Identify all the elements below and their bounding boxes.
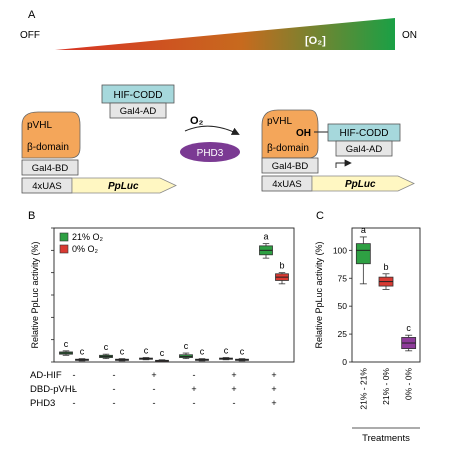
significance-letter: c xyxy=(200,347,205,357)
off-label: OFF xyxy=(20,30,40,41)
significance-letter-c: c xyxy=(406,323,411,333)
treatment-sign: - xyxy=(153,384,156,394)
chart-b: Relative PpLuc activity (%) 21% O₂ 0% O₂ c c… xyxy=(30,227,295,409)
pp-luc-bound-reporter-arrow xyxy=(311,175,415,192)
significance-letter: c xyxy=(120,347,125,357)
gal4-ad-bound-label: Gal4-AD xyxy=(346,144,383,155)
pvhl-label: pVHL xyxy=(27,120,52,131)
significance-letter: c xyxy=(184,341,189,351)
treatment-sign: - xyxy=(113,398,116,408)
gal4-ad-box xyxy=(109,102,167,119)
uas-label: 4xUAS xyxy=(32,181,62,192)
beta-domain-bound-label: β-domain xyxy=(267,143,309,154)
treatment-sign: + xyxy=(231,384,236,394)
pp-luc-reporter-arrow xyxy=(71,177,177,194)
treatment-sign: + xyxy=(271,398,276,408)
pvhl-bound-label: pVHL xyxy=(267,116,292,127)
treatment-sign: + xyxy=(231,370,236,380)
panel-b-label: B xyxy=(28,210,35,222)
legend-label: 0% O₂ xyxy=(72,244,99,254)
significance-letter: c xyxy=(64,339,69,349)
gal4-bd-bound-box xyxy=(261,157,319,174)
treatment-sign: - xyxy=(73,398,76,408)
chart-c-frame xyxy=(351,227,421,363)
o2-label: O₂ xyxy=(190,115,204,127)
chart-c: 0 25 50 75 100 Relative PpLuc activity (%) a 21… xyxy=(314,225,421,444)
significance-letter: c xyxy=(224,346,229,356)
panel-a-label: A xyxy=(28,9,36,21)
phd3-enzyme xyxy=(180,142,240,162)
treatment-sign: - xyxy=(193,398,196,408)
hif-codd-label: HIF-CODD xyxy=(114,90,163,101)
o2-gradient-label: [O₂] xyxy=(305,35,326,47)
significance-letter: b xyxy=(279,261,284,271)
treatment-sign: - xyxy=(73,384,76,394)
significance-letter: c xyxy=(144,346,149,356)
y-tick-label-c: 25 xyxy=(338,329,348,339)
hydroxyl-label: OH xyxy=(296,128,311,139)
significance-letter: c xyxy=(240,347,245,357)
treatment-row-label: DBD-pVHL xyxy=(30,384,77,395)
oxygen-gradient-wedge xyxy=(55,18,395,50)
box-c xyxy=(355,243,371,265)
legend-swatch xyxy=(59,244,69,254)
significance-letter: c xyxy=(80,347,85,357)
pp-luc-bound-label: PpLuc xyxy=(345,179,376,190)
treatment-sign: + xyxy=(191,384,196,394)
on-label: ON xyxy=(402,30,417,41)
y-tick-label-c: 0 xyxy=(342,357,347,367)
treatment-sign: + xyxy=(271,370,276,380)
treatment-sign: - xyxy=(113,384,116,394)
treatments-xlabel: Treatments xyxy=(362,433,410,444)
category-label-c: 0% - 0% xyxy=(404,368,414,401)
gal4-bd-label: Gal4-BD xyxy=(32,163,69,174)
category-label-c: 21% - 0% xyxy=(381,368,391,405)
treatment-sign: - xyxy=(153,398,156,408)
beta-domain-label: β-domain xyxy=(27,142,69,153)
significance-letter: a xyxy=(263,232,268,242)
chart-b-ylabel: Relative PpLuc activity (%) xyxy=(30,241,40,348)
y-tick-label-c: 75 xyxy=(338,273,348,283)
pp-luc-label: PpLuc xyxy=(108,181,139,192)
gal4-bd-bound-label: Gal4-BD xyxy=(272,161,309,172)
gal4-ad-label: Gal4-AD xyxy=(120,106,157,117)
treatment-sign: + xyxy=(271,384,276,394)
treatment-sign: - xyxy=(73,370,76,380)
pvhl-shape xyxy=(21,111,81,159)
significance-letter-c: a xyxy=(361,225,366,235)
activation-arrow xyxy=(335,159,352,168)
hif-codd-bound-label: HIF-CODD xyxy=(340,128,389,139)
category-label-c: 21% - 21% xyxy=(358,368,368,410)
significance-letter: c xyxy=(104,342,109,352)
reaction-arrow xyxy=(184,125,240,135)
treatment-row-label: AD-HIF xyxy=(30,370,62,381)
uas-bound-label: 4xUAS xyxy=(272,179,302,190)
pvhl-bound-shape xyxy=(261,109,319,159)
significance-letter-c: b xyxy=(383,262,388,272)
treatment-sign: - xyxy=(233,398,236,408)
significance-letter: c xyxy=(160,348,165,358)
chart-c-ylabel: Relative PpLuc activity (%) xyxy=(314,241,324,348)
y-tick-label-c: 50 xyxy=(338,301,348,311)
gal4-ad-bound-box xyxy=(335,140,393,157)
treatment-row-label: PHD3 xyxy=(30,398,55,409)
treatment-sign: + xyxy=(151,370,156,380)
legend-label: 21% O₂ xyxy=(72,232,104,242)
phd3-label: PHD3 xyxy=(197,148,224,159)
panel-c-label: C xyxy=(316,210,324,222)
treatment-sign: - xyxy=(113,370,116,380)
legend-swatch xyxy=(59,232,69,242)
gal4-bd-box xyxy=(21,159,79,176)
treatment-sign: - xyxy=(193,370,196,380)
y-tick-label-c: 100 xyxy=(333,245,347,255)
